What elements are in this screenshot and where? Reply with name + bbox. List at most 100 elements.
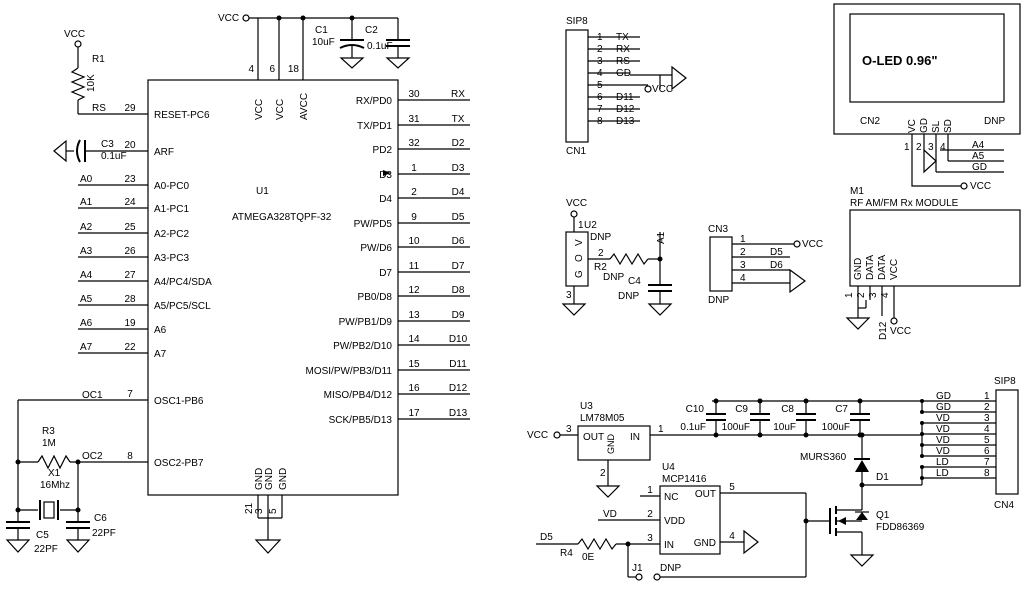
cn4-pin-number: 2	[984, 402, 990, 413]
u2-pin-o: O	[574, 254, 585, 262]
rf-d12-label: D12	[878, 321, 889, 340]
rf-vcc-label: VCC	[890, 326, 911, 337]
u2-sensor: VCC 1 U2 DNP V O G 2 A1 R2 DNP C4 DNP 3	[561, 198, 673, 316]
d3-arrow	[383, 170, 391, 176]
c2-ref: C2	[365, 25, 378, 36]
oled-pin-number: 4	[940, 142, 946, 153]
cn4-pin-number: 5	[984, 435, 990, 446]
mcu-top-pin-name: AVCC	[299, 93, 310, 120]
r3-ref: R3	[42, 426, 55, 437]
mcu-left-pin-number: 20	[124, 140, 136, 151]
mcu-bottom-pin-name: GND	[278, 468, 289, 490]
cn1-gnd-arrow	[671, 65, 687, 91]
cn1-ref: CN1	[566, 146, 586, 157]
oled-pin-name: GD	[919, 118, 930, 133]
mcu-right-net-label: D3	[452, 163, 465, 174]
mcu-right-pin-number: 15	[408, 359, 420, 370]
r1-vcc-terminal	[74, 40, 82, 48]
c4-dnp: DNP	[618, 291, 639, 302]
mcu-left-net-label: RS	[92, 103, 106, 114]
mcu-right-pin-number: 17	[408, 408, 420, 419]
u3-part: LM78M05	[580, 413, 625, 424]
mcu-right-pin-number: 11	[409, 261, 420, 272]
cn1-pin-net: D11	[616, 92, 634, 103]
u4-ref: U4	[662, 462, 675, 473]
mcu-u1: U1 ATMEGA328TQPF-32 29RESET-PC6RS20ARF23…	[78, 64, 470, 554]
murs-label: MURS360	[800, 452, 847, 463]
mcu-right-net-label: D13	[449, 408, 468, 419]
q1-body-diode	[856, 512, 868, 520]
mcu-right-net-label: D4	[452, 187, 465, 198]
c1-ground-symbol	[339, 57, 365, 69]
cn1-pin-number: 3	[597, 56, 603, 67]
vd-label: VD	[603, 509, 617, 520]
c3-ref: C3	[101, 139, 114, 150]
mcu-right-pin-number: 12	[408, 285, 420, 296]
cn1-pin-number: 5	[597, 80, 603, 91]
u3-out: OUT	[583, 432, 604, 443]
rf-ground-symbol	[845, 317, 871, 330]
cn1-pin-number: 2	[597, 44, 603, 55]
rf-vcc-terminal	[890, 317, 898, 325]
u4-gnd-arrow	[743, 529, 759, 555]
mcu-left-pin-number: 22	[124, 342, 136, 353]
mcu-right-net-label: D2	[452, 138, 465, 149]
mcu-left-pin-name: A4/PC4/SDA	[154, 277, 212, 288]
junction	[859, 432, 865, 438]
cn4-pin-number: 8	[984, 468, 990, 479]
d1-diode	[855, 460, 869, 472]
oled-pin-name: VC	[907, 119, 918, 133]
u3-vcc-terminal	[553, 431, 561, 439]
j1-pad-1	[635, 573, 643, 581]
mcu-right-pin-name: PD2	[373, 145, 393, 156]
cn3-vcc-terminal	[793, 240, 801, 248]
vcc-rail-mcu: VCC C1 10uF C2 0.1uF	[218, 13, 411, 80]
junction	[757, 398, 763, 404]
cn1-pin-net: RX	[616, 44, 630, 55]
x1-body	[43, 501, 55, 519]
cap-value: 10uF	[773, 422, 796, 433]
u4-right-pin-number: 5	[729, 482, 735, 493]
cap-ref: C7	[835, 404, 848, 415]
u4-right-pin-name: OUT	[695, 489, 716, 500]
u2-pin-g: G	[574, 270, 585, 278]
mcu-bottom-pin-number: 3	[254, 508, 265, 514]
c5-ground-symbol	[5, 539, 31, 553]
mcu-top-pin-number: 18	[288, 64, 300, 75]
mcu-right-pin-number: 14	[408, 334, 420, 345]
r3-resistor	[37, 454, 71, 470]
mcu-right-net-label: D11	[449, 359, 467, 370]
mcu-right-net-label: RX	[451, 89, 465, 100]
cn3-vcc-label: VCC	[802, 239, 823, 250]
r1-resistor	[70, 67, 86, 101]
u2-pin-v: V	[574, 239, 585, 246]
cn4-pin-net: VD	[936, 413, 950, 424]
u4-left-pin-number: 1	[647, 485, 653, 496]
c1-value: 10uF	[312, 37, 335, 48]
u2-vcc-label: VCC	[566, 198, 587, 209]
c2-value: 0.1uF	[367, 41, 393, 52]
mcu-right-net-label: D8	[452, 285, 465, 296]
mcu-right-pin-name: PW/D6	[360, 243, 392, 254]
mcu-left-net-label: A3	[80, 246, 93, 257]
rf-ref: M1	[850, 186, 864, 197]
mcu-left-pin-number: 23	[124, 174, 136, 185]
u2-pin2: 2	[598, 248, 604, 259]
cn4-pin-number: 6	[984, 446, 990, 457]
cn1-pin-net: D12	[616, 104, 635, 115]
cn4-type: SIP8	[994, 376, 1016, 387]
cn4-pin-net: VD	[936, 446, 950, 457]
junction	[803, 398, 809, 404]
oled-a4-label: A4	[972, 140, 985, 151]
c4-ground-symbol	[647, 303, 673, 316]
mcu-ref: U1	[256, 186, 269, 197]
mcu-left-net-label: A5	[80, 294, 93, 305]
mcu-left-pin-name: A0-PC0	[154, 181, 189, 192]
oc1-label: OC1	[82, 390, 103, 401]
u3-ground-symbol	[595, 485, 621, 498]
r1-vcc-label: VCC	[64, 29, 85, 40]
